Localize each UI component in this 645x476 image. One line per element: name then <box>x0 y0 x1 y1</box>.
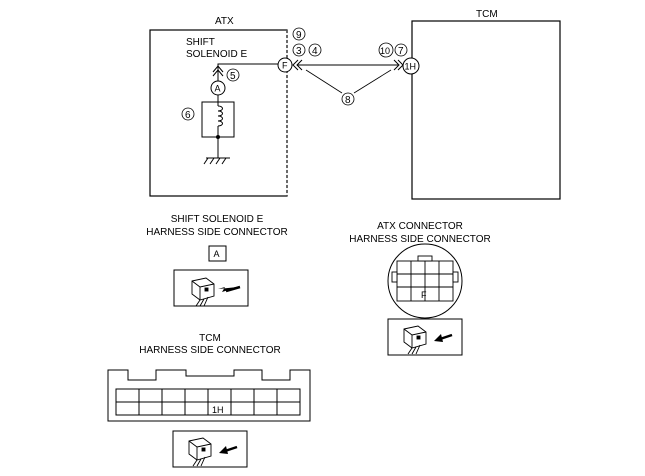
callout-3: 3 <box>296 46 302 57</box>
connector-plug-icon <box>191 277 215 307</box>
solenoid-coil <box>201 95 235 158</box>
solenoid-connector-pin-box <box>208 245 227 262</box>
callout-8-leaders <box>305 69 392 94</box>
terminal-f-label: F <box>282 61 288 71</box>
terminal-1h-circle <box>402 57 420 75</box>
callout-10: 10 <box>380 46 390 56</box>
callout-4: 4 <box>312 46 318 57</box>
wire-solenoid-to-f <box>217 63 280 78</box>
solenoid-connector-title-2: HARNESS SIDE CONNECTOR <box>146 227 288 238</box>
tcm-connector-title-1: TCM <box>199 333 221 344</box>
coil-junction-dot <box>216 135 220 139</box>
callout-9: 9 <box>296 30 302 41</box>
callout-markers <box>181 27 408 121</box>
terminal-f-circle <box>277 57 293 73</box>
tcm-label: TCM <box>476 9 498 20</box>
solenoid-label-line2: SOLENOID E <box>186 49 247 60</box>
connector-plug-icon <box>188 437 212 467</box>
callout-8: 8 <box>345 95 351 106</box>
tcm-connector-pin: 1H <box>212 405 224 415</box>
callout-5: 5 <box>230 71 236 82</box>
solenoid-connector-pin: A <box>214 249 220 259</box>
callout-6: 6 <box>185 110 191 121</box>
tcm-box <box>411 20 561 200</box>
solenoid-connector-title-1: SHIFT SOLENOID E <box>171 214 264 225</box>
atx-connector-pin: F <box>421 290 427 300</box>
atx-connector-title-1: ATX CONNECTOR <box>377 221 463 232</box>
tcm-connector-face <box>107 369 311 422</box>
ground-icon <box>203 157 230 165</box>
terminal-1h-label: 1H <box>405 62 417 72</box>
solenoid-label-line1: SHIFT <box>186 37 215 48</box>
terminal-a-label: A <box>215 84 221 94</box>
tcm-connector-title-2: HARNESS SIDE CONNECTOR <box>139 345 281 356</box>
atx-label: ATX <box>215 16 234 27</box>
callout-7: 7 <box>398 46 404 57</box>
connector-plug-icon <box>403 325 427 355</box>
atx-connector-title-2: HARNESS SIDE CONNECTOR <box>349 234 491 245</box>
atx-connector-grid <box>391 255 459 302</box>
